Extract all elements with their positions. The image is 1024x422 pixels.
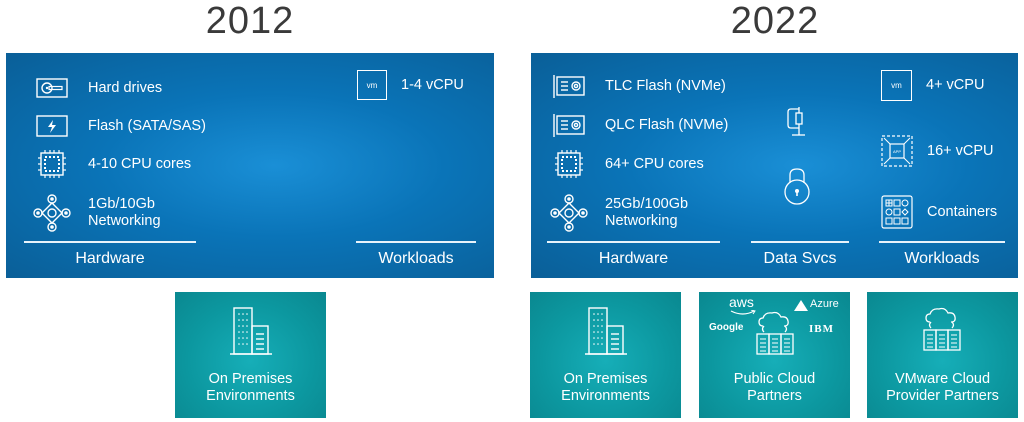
hw-item-label: 64+ CPU cores (605, 155, 704, 172)
data-svcs-divider (751, 241, 849, 243)
aws-smile-icon (730, 310, 756, 315)
hardware-divider (24, 241, 196, 243)
containers-icon (881, 195, 913, 229)
lock-icon (783, 166, 811, 206)
building-icon (585, 307, 627, 355)
hardware-divider (547, 241, 720, 243)
cloud-servers-icon (923, 307, 961, 351)
hw-item-label: QLC Flash (NVMe) (605, 116, 729, 133)
azure-logo-icon (794, 300, 808, 311)
flash-drive-icon (34, 111, 70, 141)
hw-item: Flash (SATA/SAS) (34, 111, 206, 141)
hw-item: 4-10 CPU cores (34, 149, 191, 179)
workloads-divider (356, 241, 476, 243)
compression-clamp-icon (785, 105, 809, 139)
cpu-chip-icon (551, 149, 587, 179)
category-label-workloads: Workloads (904, 250, 980, 267)
workload-item-label: 16+ vCPU (927, 142, 994, 159)
panel-2022: TLC Flash (NVMe) QLC Flash (NVMe) 64+ CP… (531, 53, 1018, 278)
hw-item-label: TLC Flash (NVMe) (605, 77, 726, 94)
app-icon: APP (881, 135, 913, 167)
vm-icon: vm (357, 70, 387, 100)
svg-text:APP: APP (893, 149, 901, 154)
nvme-card-icon (551, 71, 587, 101)
hw-item-label: 4-10 CPU cores (88, 155, 192, 172)
workload-item-label: 1-4 vCPU (401, 76, 464, 93)
building-icon (230, 307, 272, 355)
google-logo: Google (709, 322, 744, 333)
workload-item: APP 16+ vCPU (881, 135, 994, 167)
workload-item: Containers (881, 195, 997, 229)
category-label-workloads: Workloads (378, 250, 454, 267)
hw-item-label: Hard drives (88, 79, 163, 96)
ibm-logo: IBM (809, 323, 834, 335)
workload-item-label: Containers (927, 203, 998, 220)
workload-item: vm 1-4 vCPU (357, 70, 464, 100)
year-2022-heading: 2022 (730, 0, 820, 42)
category-label-data-svcs: Data Svcs (763, 250, 837, 267)
hard-drive-icon (34, 73, 70, 103)
hw-item: Hard drives (34, 73, 162, 103)
workload-item-label: 4+ vCPU (926, 77, 985, 93)
panel-2012: Hard drives Flash (SATA/SAS) 4-10 CPU co… (6, 53, 494, 278)
aws-logo: aws (729, 294, 754, 310)
vm-icon: vm (881, 70, 912, 101)
hw-item: QLC Flash (NVMe) (551, 110, 728, 140)
nvme-card-icon (551, 110, 587, 140)
azure-logo: Azure (810, 298, 839, 310)
workloads-divider (879, 241, 1005, 243)
hw-item: TLC Flash (NVMe) (551, 71, 726, 101)
category-label-hardware: Hardware (75, 250, 145, 267)
category-label-hardware: Hardware (598, 250, 669, 267)
network-icon (549, 193, 589, 233)
hw-item: 64+ CPU cores (551, 149, 704, 179)
hw-item-label: Flash (SATA/SAS) (88, 117, 206, 134)
year-2012-heading: 2012 (205, 0, 295, 42)
workload-item: vm 4+ vCPU (881, 70, 984, 101)
network-icon (32, 193, 72, 233)
cloud-servers-icon (756, 311, 794, 355)
cpu-chip-icon (34, 149, 70, 179)
